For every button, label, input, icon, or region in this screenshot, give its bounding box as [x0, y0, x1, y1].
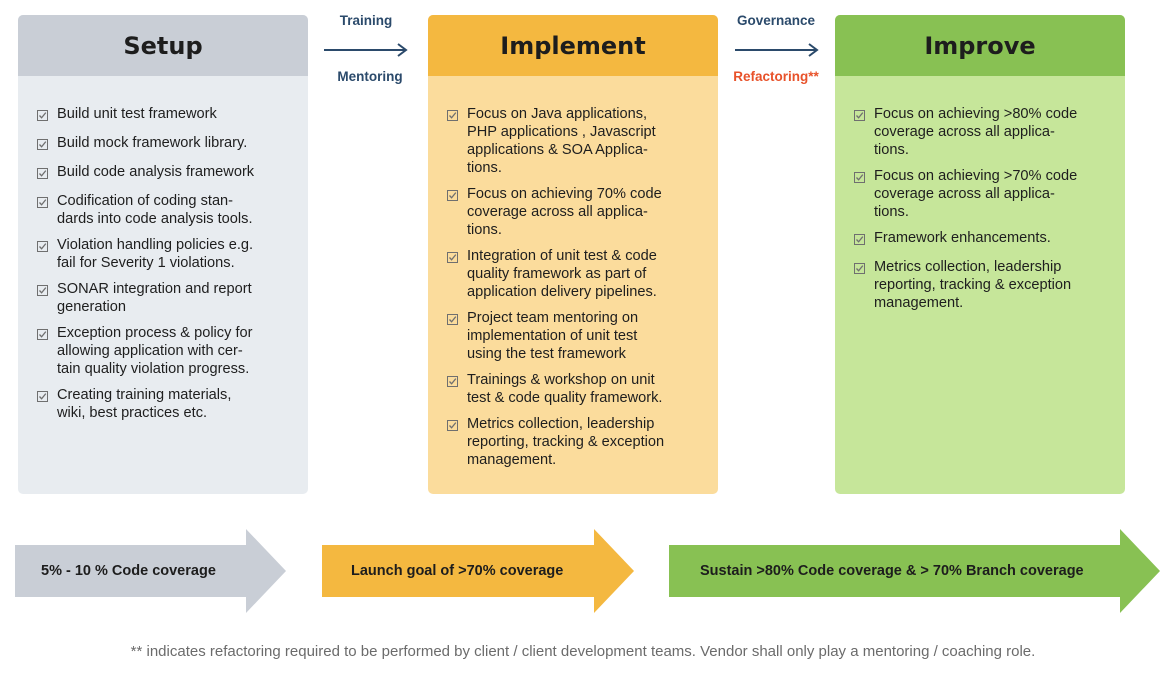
- improve-column-title: Improve: [835, 15, 1125, 76]
- implement-column: Implement Focus on Java applications,PHP…: [428, 15, 718, 494]
- banner-sustain-coverage: Sustain >80% Code coverage & > 70% Branc…: [669, 529, 1161, 613]
- list-item-text: Build code analysis framework: [57, 164, 255, 180]
- list-item: Build mock framework library.: [37, 134, 294, 155]
- checkbox-icon: [447, 312, 458, 330]
- checkbox-icon: [447, 108, 458, 126]
- list-item: Codification of coding stan-dards into c…: [37, 192, 294, 228]
- arrow-right-icon: [735, 43, 819, 57]
- checkbox-icon: [37, 195, 48, 213]
- checkbox-icon: [37, 283, 48, 301]
- banner-label: Sustain >80% Code coverage & > 70% Branc…: [700, 563, 1084, 579]
- connector-governance-label: Governance: [736, 13, 816, 28]
- implement-column-title: Implement: [428, 15, 718, 76]
- checkbox-icon: [37, 389, 48, 407]
- checkbox-icon: [37, 108, 48, 126]
- list-item-text: Violation handling policies e.g.fail for…: [57, 237, 254, 271]
- checkbox-icon: [854, 232, 865, 250]
- checkbox-icon: [37, 239, 48, 257]
- banner-arrow-shape: [669, 529, 1160, 613]
- list-item: Build code analysis framework: [37, 163, 294, 184]
- checkbox-icon: [447, 418, 458, 436]
- list-item: Framework enhancements.: [854, 229, 1111, 250]
- banner-label: Launch goal of >70% coverage: [351, 563, 564, 579]
- list-item-text: Framework enhancements.: [874, 230, 1051, 246]
- checkbox-icon: [447, 188, 458, 206]
- checkbox-icon: [447, 374, 458, 392]
- banner-arrow-shape: [15, 529, 286, 613]
- setup-column-title: Setup: [18, 15, 308, 76]
- list-item: Creating training materials,wiki, best p…: [37, 386, 294, 422]
- checkbox-icon: [37, 327, 48, 345]
- connector-training-label: Training: [339, 13, 393, 28]
- list-item-text: Build mock framework library.: [57, 135, 248, 151]
- list-item-text: Focus on Java applications,PHP applicati…: [467, 106, 656, 176]
- list-item-text: Creating training materials,wiki, best p…: [57, 387, 232, 421]
- list-item: Build unit test framework: [37, 105, 294, 126]
- banner-code-coverage-setup: 5% - 10 % Code coverage: [15, 529, 287, 613]
- checkbox-icon: [37, 137, 48, 155]
- implement-item-list: Focus on Java applications,PHP applicati…: [428, 76, 718, 469]
- list-item-text: Codification of coding stan-dards into c…: [57, 193, 253, 227]
- list-item: Focus on Java applications,PHP applicati…: [447, 105, 704, 177]
- connector-refactoring-label: Refactoring**: [733, 69, 819, 84]
- checkbox-icon: [854, 170, 865, 188]
- banner-launch-goal: Launch goal of >70% coverage: [322, 529, 635, 613]
- checkbox-icon: [854, 261, 865, 279]
- list-item: Violation handling policies e.g.fail for…: [37, 236, 294, 272]
- banner-arrow-shape: [322, 529, 634, 613]
- list-item-text: Build unit test framework: [57, 106, 217, 122]
- checkbox-icon: [854, 108, 865, 126]
- arrow-right-icon: [324, 43, 408, 57]
- checkbox-icon: [37, 166, 48, 184]
- banner-label: 5% - 10 % Code coverage: [41, 563, 216, 579]
- footnote: ** indicates refactoring required to be …: [130, 643, 1036, 660]
- connector-mentoring-label: Mentoring: [337, 69, 403, 84]
- checkbox-icon: [447, 250, 458, 268]
